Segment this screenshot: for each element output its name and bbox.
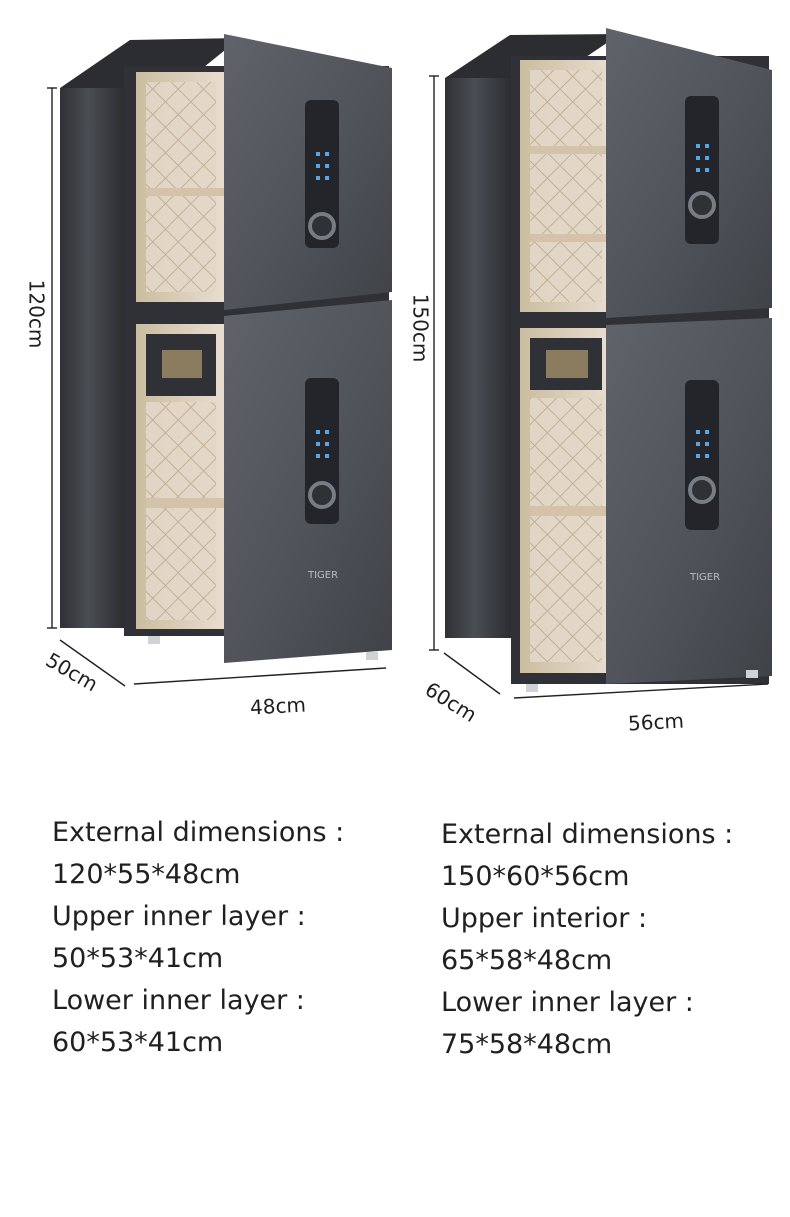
right-external-value: 150*60*56cm <box>441 861 630 892</box>
left-height-label: 120cm <box>24 279 49 349</box>
keypad-light <box>316 454 320 458</box>
left-upper-knob <box>308 212 336 240</box>
keypad-light <box>705 168 709 172</box>
right-upper-keypad <box>685 96 719 244</box>
left-upper-keypad <box>305 100 339 248</box>
right-foot <box>746 670 758 678</box>
right-upper-knob <box>688 191 716 219</box>
right-safe: TIGER <box>445 28 772 692</box>
left-upper-keypad-lights <box>316 152 329 180</box>
right-width-label: 56cm <box>627 708 685 736</box>
keypad-light <box>705 442 709 446</box>
right-upper-shelf-1 <box>530 146 608 154</box>
right-upper-shelf-2 <box>530 234 608 242</box>
left-inner-drawer-lock <box>162 350 202 378</box>
keypad-light <box>316 152 320 156</box>
keypad-light <box>316 430 320 434</box>
right-lower-value: 75*58*48cm <box>441 1029 613 1060</box>
safe-illustrations: TIGER <box>47 28 772 699</box>
right-depth-line <box>443 652 501 695</box>
keypad-light <box>696 144 700 148</box>
right-upper-value: 65*58*48cm <box>441 945 613 976</box>
left-upper-shelf <box>146 188 224 196</box>
right-brand-logo: TIGER <box>689 572 720 583</box>
right-lower-keypad-lights <box>696 430 709 458</box>
product-image-area: TIGER <box>24 28 772 736</box>
keypad-light <box>705 430 709 434</box>
right-spec-list: External dimensions : 150*60*56cm Upper … <box>441 814 781 1066</box>
keypad-light <box>325 430 329 434</box>
right-upper-heading: Upper interior : <box>441 903 648 934</box>
keypad-light <box>696 156 700 160</box>
keypad-light <box>325 454 329 458</box>
left-upper-liner <box>146 82 216 292</box>
left-spec-list: External dimensions : 120*55*48cm Upper … <box>52 812 392 1064</box>
left-safe-side <box>60 88 124 628</box>
left-lower-value: 60*53*41cm <box>52 1027 224 1058</box>
left-brand-logo: TIGER <box>307 570 338 581</box>
left-lower-liner <box>146 402 216 620</box>
left-width-label: 48cm <box>249 692 307 720</box>
keypad-light <box>696 168 700 172</box>
left-external-value: 120*55*48cm <box>52 859 241 890</box>
keypad-light <box>705 454 709 458</box>
keypad-light <box>325 164 329 168</box>
keypad-light <box>316 176 320 180</box>
left-safe-top <box>60 38 240 88</box>
right-height-label: 150cm <box>408 293 433 363</box>
right-lower-liner <box>530 398 602 662</box>
right-lower-keypad <box>685 380 719 530</box>
keypad-light <box>696 430 700 434</box>
keypad-light <box>696 442 700 446</box>
right-foot <box>526 684 538 692</box>
left-depth-line <box>59 639 126 687</box>
right-safe-side <box>445 78 511 638</box>
keypad-light <box>325 176 329 180</box>
left-lower-keypad-lights <box>316 430 329 458</box>
left-safe: TIGER <box>60 34 392 663</box>
keypad-light <box>325 442 329 446</box>
keypad-light <box>705 144 709 148</box>
keypad-light <box>705 156 709 160</box>
dimension-lines <box>47 75 769 699</box>
keypad-light <box>316 164 320 168</box>
right-lower-heading: Lower inner layer : <box>441 987 694 1018</box>
left-external-heading: External dimensions : <box>52 817 345 848</box>
right-external-heading: External dimensions : <box>441 819 734 850</box>
keypad-light <box>316 442 320 446</box>
left-lower-knob <box>308 481 336 509</box>
keypad-light <box>325 152 329 156</box>
left-lower-shelf <box>146 498 224 508</box>
left-foot <box>148 636 160 644</box>
right-width-line <box>513 683 769 699</box>
left-upper-value: 50*53*41cm <box>52 943 224 974</box>
left-width-line <box>133 667 387 685</box>
left-upper-heading: Upper inner layer : <box>52 901 306 932</box>
right-upper-keypad-lights <box>696 144 709 172</box>
left-lower-heading: Lower inner layer : <box>52 985 305 1016</box>
right-inner-drawer-lock <box>546 350 588 378</box>
right-upper-liner <box>530 70 602 302</box>
keypad-light <box>696 454 700 458</box>
right-lower-knob <box>688 476 716 504</box>
left-foot <box>366 652 378 660</box>
right-lower-shelf <box>530 506 608 516</box>
